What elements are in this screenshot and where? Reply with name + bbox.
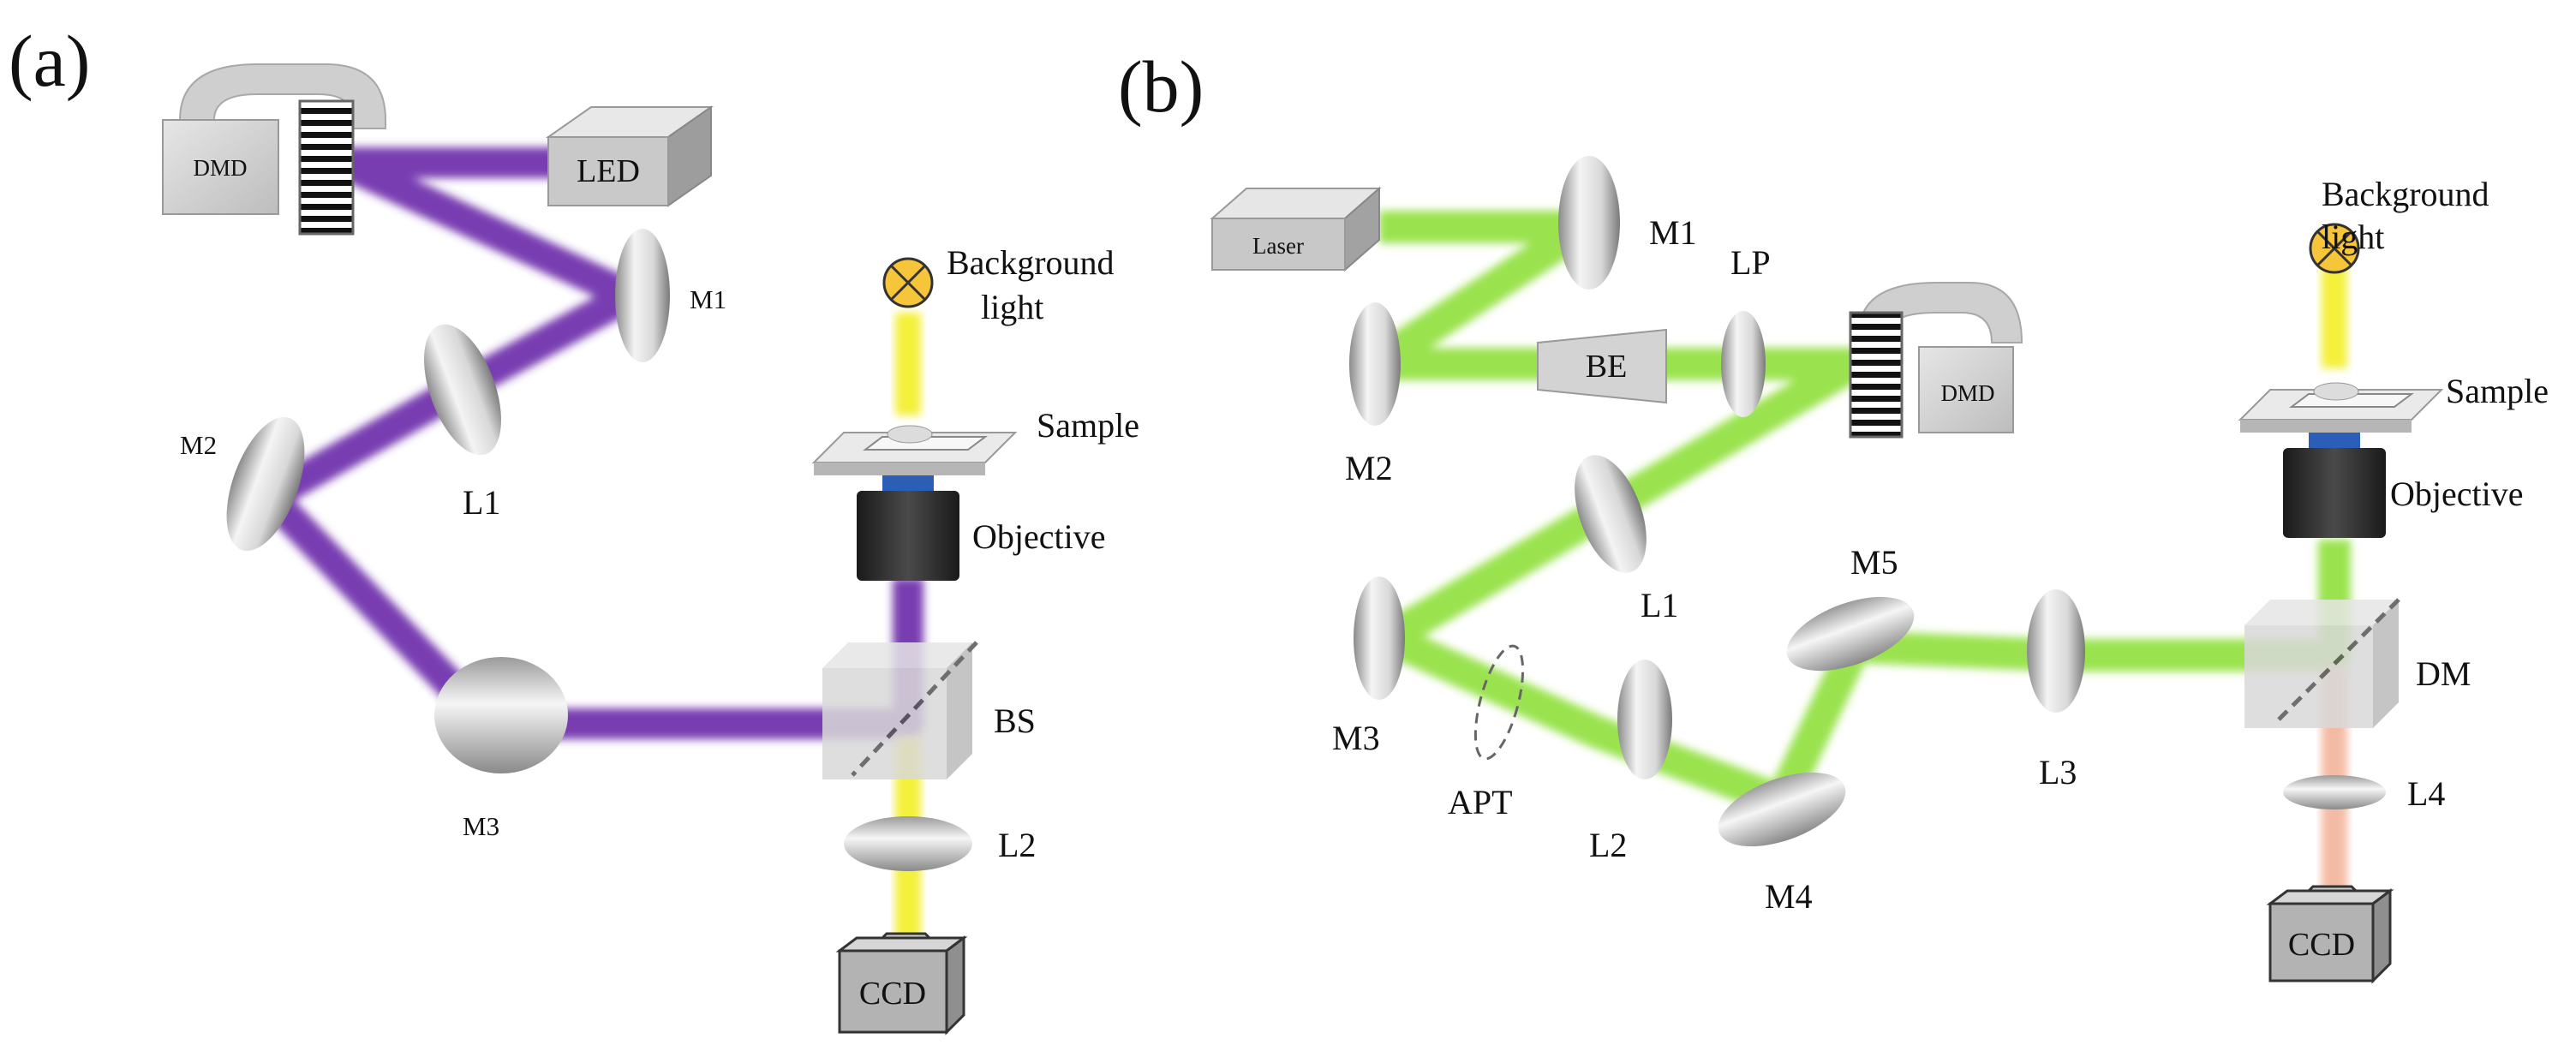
mirror-m1-a [615,229,670,362]
be-label: BE [1586,349,1628,385]
objective-a-label: Objective [972,517,1106,556]
l2-a-label: L2 [998,826,1036,864]
m3-b-label: M3 [1332,719,1380,757]
dmd-b-label: DMD [1940,380,1994,406]
m4-b-label: M4 [1765,877,1813,916]
green-beam-path [1359,211,2351,817]
lens-l1-a [424,324,501,456]
led-source: LED [545,105,714,207]
yellow-beam-b [2322,266,2347,368]
mirror-m5-b [1786,596,1915,672]
ccd-camera-b: CCD [2266,885,2394,984]
background-a-label-1: Background [947,243,1115,282]
polarizer-lp [1721,311,1766,417]
led-label: LED [577,153,640,189]
lens-l2-a [844,816,972,871]
objective-a [857,475,959,581]
m1-a-label: M1 [690,284,726,314]
l1-a-label: L1 [463,483,500,522]
apt-label: APT [1448,783,1513,821]
m1-b-label: M1 [1649,213,1697,252]
lens-l1-b [1575,455,1647,573]
objective-b-label: Objective [2390,475,2524,513]
background-light-b [2309,223,2360,274]
sample-stage-b [2238,382,2444,433]
dmd-b-mirror-array [1849,311,1904,439]
mirror-m4-b [1718,772,1846,847]
aperture-apt [1473,644,1525,761]
m2-b-label: M2 [1345,449,1393,487]
laser-label: Laser [1252,233,1304,259]
ccd-a-label: CCD [859,976,926,1012]
sample-b-label: Sample [2446,372,2549,410]
m3-a-label: M3 [463,811,499,841]
dmd-a-mirror-array [298,99,355,236]
beam-expander-be: BE [1537,328,1667,404]
background-b-label-1: Background [2322,175,2489,213]
sample-stage-a [811,425,1018,475]
m5-b-label: M5 [1850,543,1898,582]
m2-a-label: M2 [180,430,217,460]
dmd-a-label: DMD [193,155,247,181]
dmd-b: DMD [1849,282,2023,439]
panel-a-tag: (a) [9,20,90,102]
mirror-m3-b [1354,576,1405,700]
mirror-m1-b [1558,156,1620,290]
panel-b: (b) Laser M1 M2 BE LP [1118,45,2549,984]
panel-b-tag: (b) [1118,45,1204,128]
violet-beam-path [254,147,923,739]
background-b-label-2: light [2322,218,2384,256]
lens-l2-b [1617,660,1672,779]
dm-label: DM [2416,654,2471,693]
l3-b-label: L3 [2039,753,2077,791]
l1-b-label: L1 [1641,586,1678,624]
objective-b [2283,433,2386,538]
ccd-b-label: CCD [2288,927,2355,963]
l4-b-label: L4 [2407,774,2445,813]
background-a-label-2: light [981,288,1043,326]
mirror-m2-b [1349,302,1401,426]
l2-b-label: L2 [1589,826,1627,864]
lens-l4-b [2283,775,2386,809]
laser-source: Laser [1210,186,1382,272]
beam-splitter-bs [822,641,978,779]
mirror-m3-a [434,657,568,773]
background-light-a [882,257,934,308]
lens-l3-b [2027,589,2085,713]
sample-a-label: Sample [1037,406,1139,445]
lp-label: LP [1730,243,1771,282]
dmd-a: DMD [162,63,386,236]
panel-a: (a) DMD LED M1 L1 M2 M [9,20,1139,1036]
bs-label: BS [994,702,1036,740]
ccd-camera-a: CCD [835,932,968,1036]
mirror-m2-a [226,416,305,552]
dichroic-mirror-dm [2244,598,2400,728]
